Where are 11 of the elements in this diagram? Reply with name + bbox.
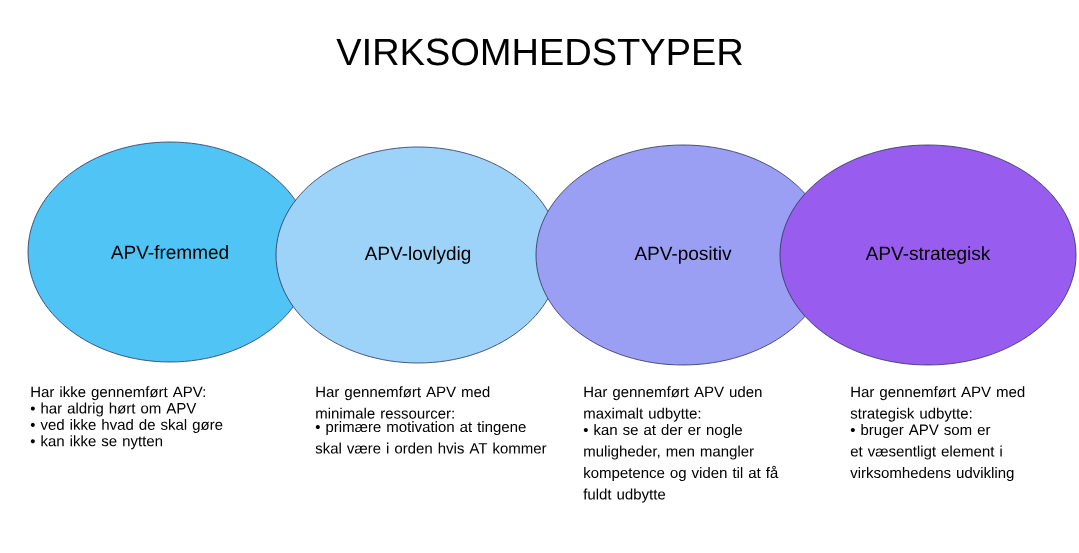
description-text: • kan ikke se nytten [30, 435, 163, 450]
description-text: • kan se at der er nogle muligheder, men mangler kompetence og viden til at få fuldt udbytte [583, 424, 779, 503]
description-text: • bruger APV som er et væsentligt element i virksomhedens udvikling [850, 424, 1014, 482]
title: VIRKSOMHEDSTYPER [336, 38, 742, 66]
description-text: • ved ikke hvad de skal gøre [30, 418, 223, 433]
description-text: • primære motivation at tingene skal være i orden hvis AT kommer [315, 421, 547, 454]
description-text: Har ikke gennemført APV: [31, 386, 205, 401]
description-text: • har aldrig hørt om APV [30, 402, 197, 417]
description-text: Har gennemført APV med minimale ressourcer: [316, 386, 490, 419]
description-text: Har gennemført APV med strategisk udbytte: [850, 386, 1025, 422]
description-text: Har gennemført APV uden maximalt udbytte: [584, 386, 762, 422]
